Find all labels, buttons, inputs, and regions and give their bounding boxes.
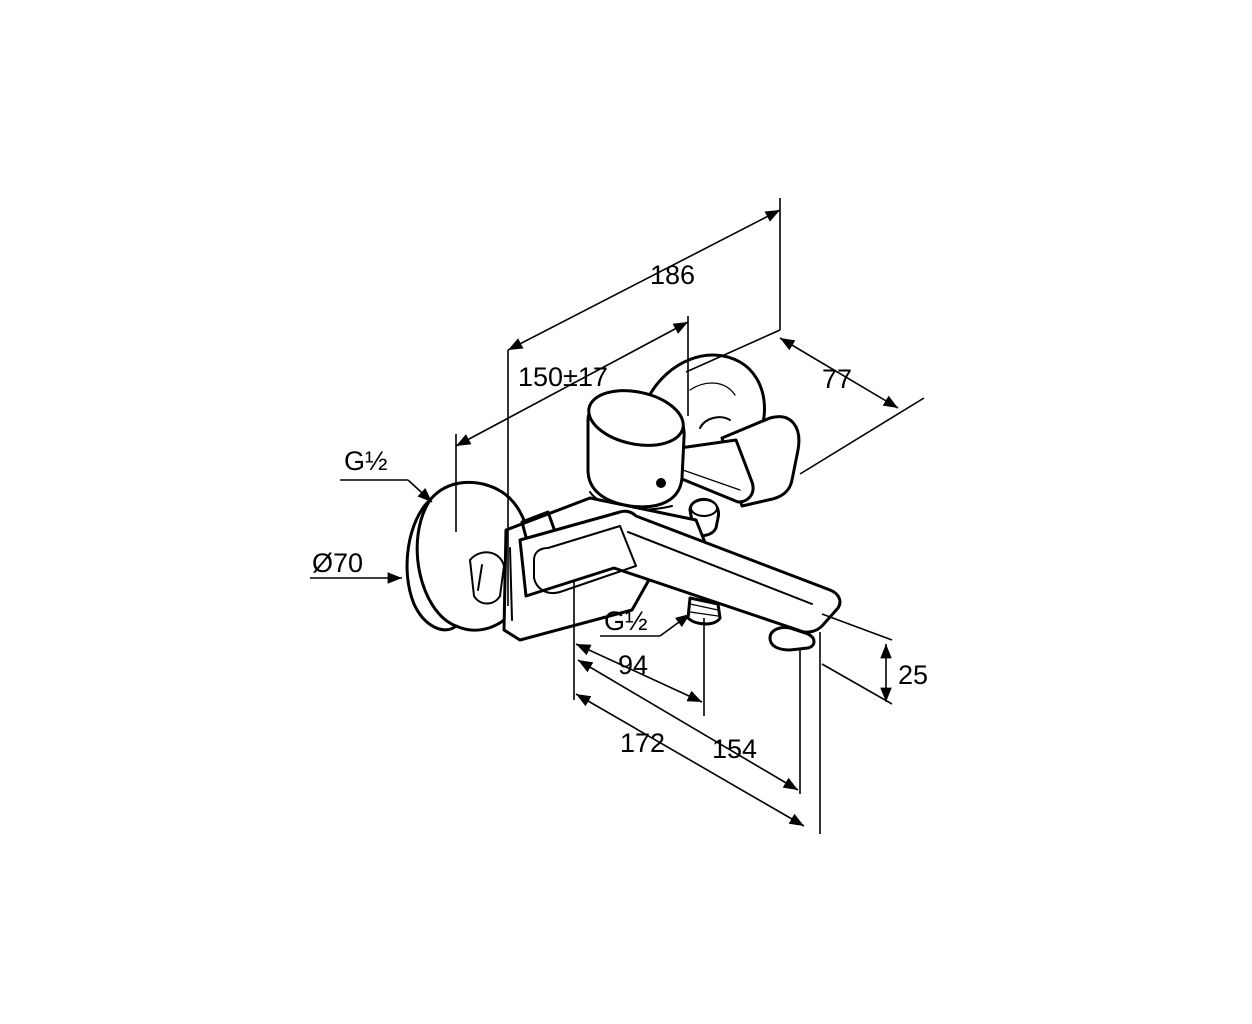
label-154: 154: [712, 734, 757, 764]
dimension-labels: 186 150±17 77 G½ Ø70 G½ 94 172 154 25: [312, 260, 928, 764]
label-172: 172: [620, 728, 665, 758]
spout: [518, 509, 842, 652]
label-diameter-70: Ø70: [312, 548, 363, 578]
dimension-lines: [310, 198, 925, 834]
label-g-half-inlet: G½: [344, 446, 388, 476]
label-25: 25: [898, 660, 928, 690]
label-150-17: 150±17: [518, 362, 608, 392]
label-94: 94: [618, 650, 648, 680]
label-g-half-outlet: G½: [604, 606, 648, 636]
label-77: 77: [822, 364, 852, 394]
label-186: 186: [650, 260, 695, 290]
lever-handle: [647, 415, 801, 508]
